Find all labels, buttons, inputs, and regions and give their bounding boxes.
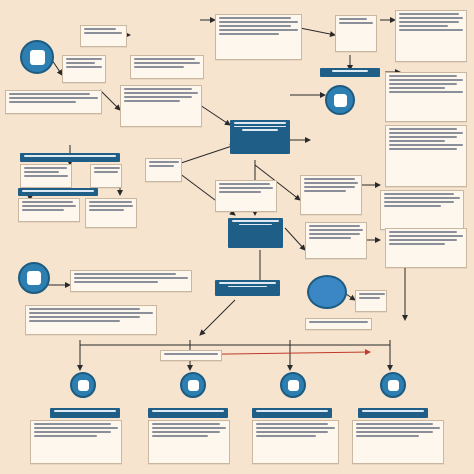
process-box-d2: [85, 198, 137, 228]
bottom-header-1: [50, 408, 120, 418]
document-icon: [380, 372, 406, 398]
process-box-c5: [300, 175, 362, 215]
bottom-header-2: [148, 408, 228, 418]
bottom-box-2: [148, 420, 230, 464]
process-box-b1: [5, 90, 102, 114]
bottom-box-3: [252, 420, 339, 464]
bottom-header-3: [252, 408, 332, 418]
bottom-box-1: [30, 420, 122, 464]
process-box-e2: [355, 290, 387, 312]
central-header-box: [230, 120, 290, 154]
bottom-header-4: [358, 408, 428, 418]
process-box-a5: [385, 72, 467, 122]
header-box-1: [320, 68, 380, 77]
user-icon: [70, 372, 96, 398]
robot-icon: [280, 372, 306, 398]
process-box-c2: [90, 164, 122, 188]
process-box-a4: [395, 10, 467, 62]
bottom-box-4: [352, 420, 444, 464]
process-box-e4: [305, 318, 372, 330]
header-box-4: [215, 280, 280, 296]
process-box-e5: [160, 350, 222, 361]
process-box-c3: [145, 158, 182, 182]
process-box-b3: [385, 125, 467, 187]
airplane-icon: [80, 25, 127, 47]
lock-icon: [18, 262, 50, 294]
header-box-2: [20, 153, 120, 162]
header-box-3: [18, 188, 98, 196]
cloud-icon: [307, 275, 347, 309]
process-box-d4: [385, 228, 467, 268]
central-header-box-2: [228, 218, 283, 248]
process-box-a2: [130, 55, 204, 79]
process-box-c4: [215, 180, 277, 212]
process-box-d1: [18, 198, 80, 222]
process-box-c6: [380, 190, 464, 230]
process-box-a3: [215, 14, 302, 60]
process-box-b2: [120, 85, 202, 127]
tools-icon: [180, 372, 206, 398]
server-stack-icon: [20, 40, 54, 74]
process-box-e1: [70, 270, 192, 292]
gear-icon: [325, 85, 355, 115]
process-box-c1: [20, 164, 72, 188]
process-box-e3: [25, 305, 157, 335]
process-box-d3: [305, 222, 367, 259]
computer-icon: [335, 15, 377, 52]
process-box-a1: [62, 55, 106, 83]
